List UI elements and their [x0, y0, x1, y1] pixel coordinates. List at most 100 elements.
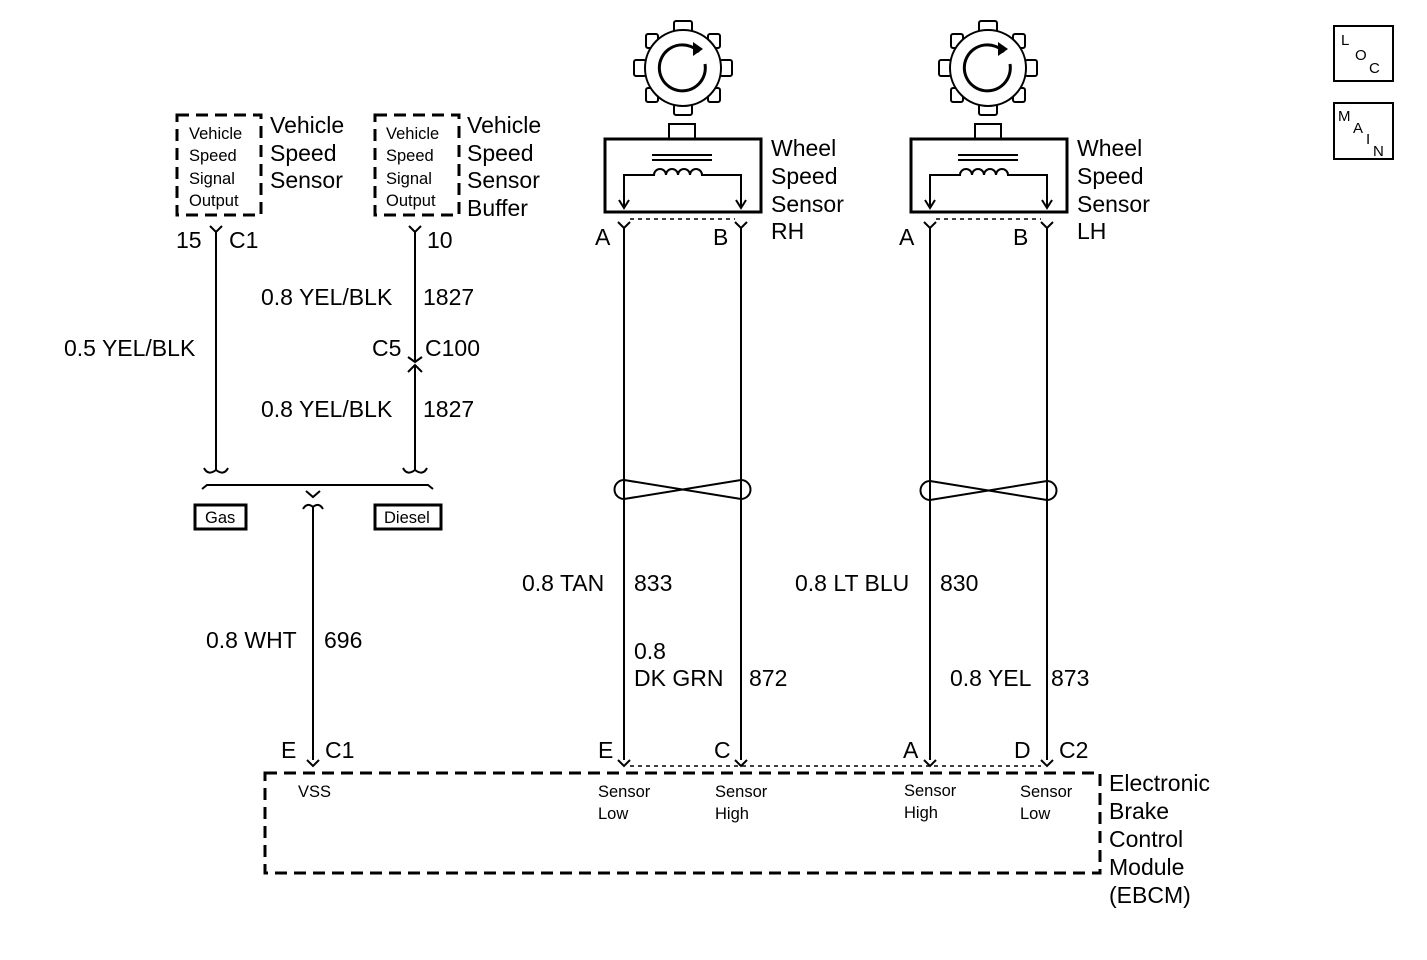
- wss-rh-name-line-4: RH: [771, 218, 804, 244]
- rh-wire-b-color-line-1: 0.8: [634, 638, 666, 664]
- option-bar: [201, 484, 434, 490]
- vss-name-line-3: Sensor: [270, 167, 343, 193]
- buffer-circuit-upper: 1827: [423, 284, 474, 310]
- buffer-wire-upper: 0.8 YEL/BLK: [261, 284, 393, 310]
- ebcm-rh-high-line-2: High: [715, 805, 749, 823]
- ebcm-lh-low-line-1: Sensor: [1020, 783, 1073, 801]
- ebcm-name-line-3: Control: [1109, 826, 1183, 852]
- loc-button[interactable]: L O C: [1333, 25, 1394, 82]
- inline-connector-c100: C100: [425, 335, 480, 361]
- diesel-option-tag: Diesel: [373, 503, 443, 531]
- buffer-name-line-1: Vehicle: [467, 112, 541, 138]
- ebcm-connector-c2: C2: [1059, 737, 1088, 763]
- ebcm-lh-low-line-2: Low: [1020, 805, 1050, 823]
- main-letter-n: N: [1373, 143, 1384, 160]
- lh-wire-b-circuit: 873: [1051, 665, 1089, 691]
- ebcm-name-line-1: Electronic: [1109, 770, 1210, 796]
- buffer-box-line-1: Vehicle: [386, 125, 439, 143]
- rh-terminal-b: [734, 221, 748, 230]
- wheel-speed-sensor-rh: Wheel Speed Sensor RH A B: [595, 20, 844, 250]
- vss-box-line-4: Output: [189, 192, 239, 210]
- buffer-name-line-2: Speed: [467, 140, 534, 166]
- diesel-option-label: Diesel: [384, 509, 430, 527]
- buffer-option-break: [402, 467, 428, 474]
- wss-lh-name-line-2: Speed: [1077, 163, 1144, 189]
- ebcm-name-line-5: (EBCM): [1109, 882, 1191, 908]
- wheel-speed-sensor-lh: Wheel Speed Sensor LH A B: [899, 20, 1150, 250]
- ebcm-label-vss: VSS: [298, 783, 331, 801]
- main-letter-a: A: [1353, 120, 1363, 137]
- loc-letter-o: O: [1355, 47, 1367, 64]
- wht-wire-circuit: 696: [324, 627, 362, 653]
- wht-wire-color: 0.8 WHT: [206, 627, 297, 653]
- vss-box-line-1: Vehicle: [189, 125, 242, 143]
- ebcm-rh-low-line-1: Sensor: [598, 783, 651, 801]
- ebcm-pin-e: E: [598, 737, 613, 763]
- vehicle-speed-sensor-buffer: Vehicle Speed Signal Output Vehicle Spee…: [261, 112, 541, 422]
- loc-letter-l: L: [1341, 32, 1349, 49]
- ebcm-name-line-2: Brake: [1109, 798, 1169, 824]
- ebcm-rh-high-line-1: Sensor: [715, 783, 768, 801]
- wss-lh-name-line-1: Wheel: [1077, 135, 1142, 161]
- buffer-box-line-2: Speed: [386, 147, 434, 165]
- rh-wire-b-color-line-2: DK GRN: [634, 665, 723, 691]
- wss-lh-pin-a: A: [899, 224, 915, 250]
- wss-rh-pin-b: B: [713, 224, 728, 250]
- ebcm-pin-vss: E: [281, 737, 296, 763]
- wss-lh-name-line-4: LH: [1077, 218, 1106, 244]
- lh-tone-ring-icon: [938, 20, 1038, 116]
- wss-lh-pin-b: B: [1013, 224, 1028, 250]
- vss-name-line-1: Vehicle: [270, 112, 344, 138]
- ebcm-lh-high-line-1: Sensor: [904, 782, 957, 800]
- vss-terminal: [209, 225, 223, 234]
- vss-connector: C1: [229, 227, 258, 253]
- loc-letter-c: C: [1369, 60, 1380, 77]
- wss-rh-name-line-3: Sensor: [771, 191, 844, 217]
- ebcm-pin-d: D: [1014, 737, 1031, 763]
- wss-rh-name-line-1: Wheel: [771, 135, 836, 161]
- ebcm-module: E C1 E C A D C2 VSS Sensor Low Sensor Hi…: [263, 737, 1210, 908]
- lh-terminal-b: [1040, 221, 1054, 230]
- lh-wire-b-color: 0.8 YEL: [950, 665, 1032, 691]
- ebcm-connector-c1: C1: [325, 737, 354, 763]
- rh-terminal-a: [617, 221, 631, 230]
- rh-wire-a-circuit: 833: [634, 570, 672, 596]
- wss-rh-pin-a: A: [595, 224, 611, 250]
- wss-lh-name-line-3: Sensor: [1077, 191, 1150, 217]
- ebcm-pin-c: C: [714, 737, 731, 763]
- rh-tone-ring-icon: [633, 20, 733, 116]
- rh-twisted-pair: [613, 478, 752, 501]
- buffer-pin-number: 10: [427, 227, 453, 253]
- lh-wire-a-color: 0.8 LT BLU: [795, 570, 909, 596]
- vss-name-line-2: Speed: [270, 140, 337, 166]
- gas-option-label: Gas: [205, 509, 235, 527]
- buffer-circuit-lower: 1827: [423, 396, 474, 422]
- buffer-box-line-4: Output: [386, 192, 436, 210]
- buffer-terminal: [408, 225, 422, 234]
- lh-terminal-a: [923, 221, 937, 230]
- vss-wire-color: 0.5 YEL/BLK: [64, 335, 196, 361]
- ebcm-pin-a: A: [903, 737, 919, 763]
- buffer-wire-lower: 0.8 YEL/BLK: [261, 396, 393, 422]
- vss-pin-number: 15: [176, 227, 202, 253]
- vss-box-line-2: Speed: [189, 147, 237, 165]
- vehicle-speed-sensor: Vehicle Speed Signal Output Vehicle Spee…: [64, 112, 344, 361]
- inline-connector-female: [407, 356, 423, 364]
- gas-option-tag: Gas: [193, 503, 248, 531]
- option-splice: [305, 490, 321, 499]
- rh-wire-a-color: 0.8 TAN: [522, 570, 604, 596]
- ebcm-name-line-4: Module: [1109, 854, 1184, 880]
- vss-box-line-3: Signal: [189, 170, 235, 188]
- main-letter-i: I: [1366, 131, 1370, 148]
- rh-wire-b-circuit: 872: [749, 665, 787, 691]
- ebcm-lh-high-line-2: High: [904, 804, 938, 822]
- buffer-box-line-3: Signal: [386, 170, 432, 188]
- vss-option-break: [203, 467, 229, 474]
- buffer-name-line-3: Sensor: [467, 167, 540, 193]
- inline-connector-c5: C5: [372, 335, 401, 361]
- buffer-name-line-4: Buffer: [467, 195, 528, 221]
- main-button[interactable]: M A I N: [1333, 102, 1394, 160]
- wss-rh-name-line-2: Speed: [771, 163, 838, 189]
- ebcm-rh-low-line-2: Low: [598, 805, 628, 823]
